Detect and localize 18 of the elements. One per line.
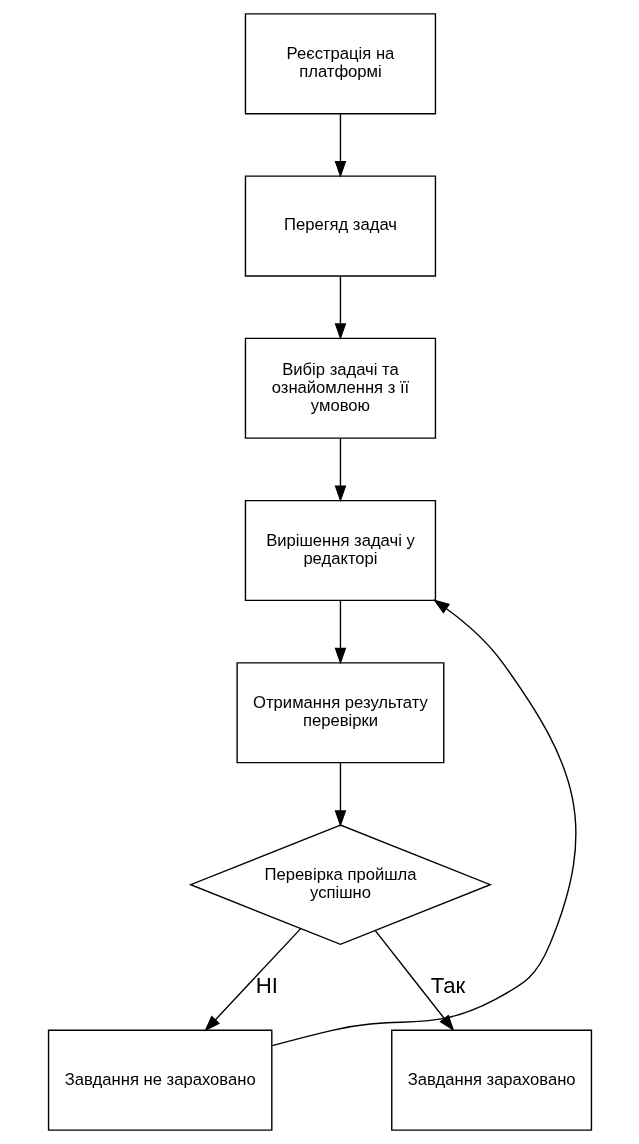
node-box: Реєстрація на платформі [244, 13, 436, 115]
node-box: Вибір задачі та ознайомлення з її умовою [244, 337, 436, 439]
arrow [334, 762, 346, 827]
arrow [271, 599, 576, 1047]
node-box: Отримання результату перевірки [235, 662, 444, 764]
node-box: Вирішення задачі у редакторі [244, 499, 436, 602]
arrow [203, 928, 301, 1032]
node-diamond: Перевірка пройшла успішно [188, 824, 492, 946]
node-box: Перегяд задач [244, 175, 436, 277]
node-box: Завдання не зараховано [47, 1029, 272, 1131]
arrow [334, 437, 346, 503]
node-box: Завдання зараховано [390, 1029, 592, 1131]
arrow [334, 113, 346, 178]
arrow [334, 275, 346, 340]
edge-label: Так [430, 972, 465, 998]
arrow [374, 930, 454, 1032]
arrow [334, 599, 346, 665]
edge-label: НІ [255, 972, 278, 998]
